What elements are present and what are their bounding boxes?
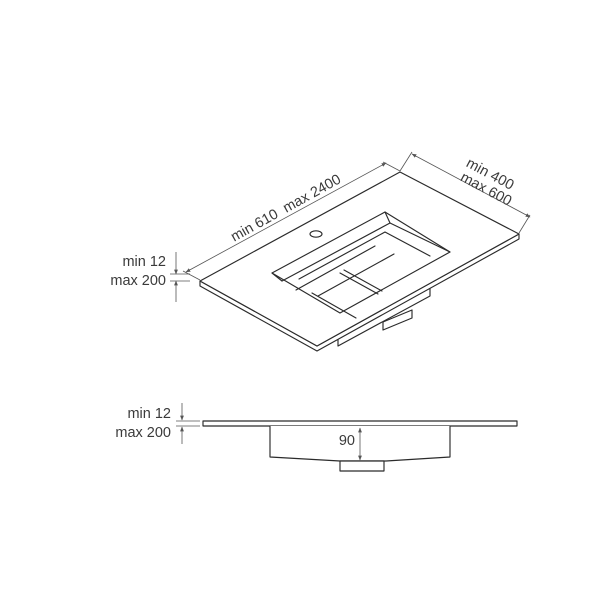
isometric-view: min 610 max 2400 min 400 max 600 min 12 … <box>110 151 531 352</box>
thickness-side-min-label: min 12 <box>127 406 171 422</box>
thickness-side-max-label: max 200 <box>115 425 171 441</box>
bowl-depth-dimension: 90 <box>339 427 362 461</box>
thickness-dimension-top: min 12 max 200 <box>110 252 190 302</box>
side-view: 90 min 12 max 200 <box>115 403 518 472</box>
countertop-top <box>199 171 520 347</box>
length-min-label: min 610 <box>228 206 281 245</box>
thickness-top-min-label: min 12 <box>122 254 166 270</box>
thickness-dimension-side: min 12 max 200 <box>115 403 200 444</box>
bowl-depth-label: 90 <box>339 433 355 449</box>
thickness-top-max-label: max 200 <box>110 273 166 289</box>
side-drain <box>339 460 385 472</box>
side-countertop <box>202 420 518 427</box>
